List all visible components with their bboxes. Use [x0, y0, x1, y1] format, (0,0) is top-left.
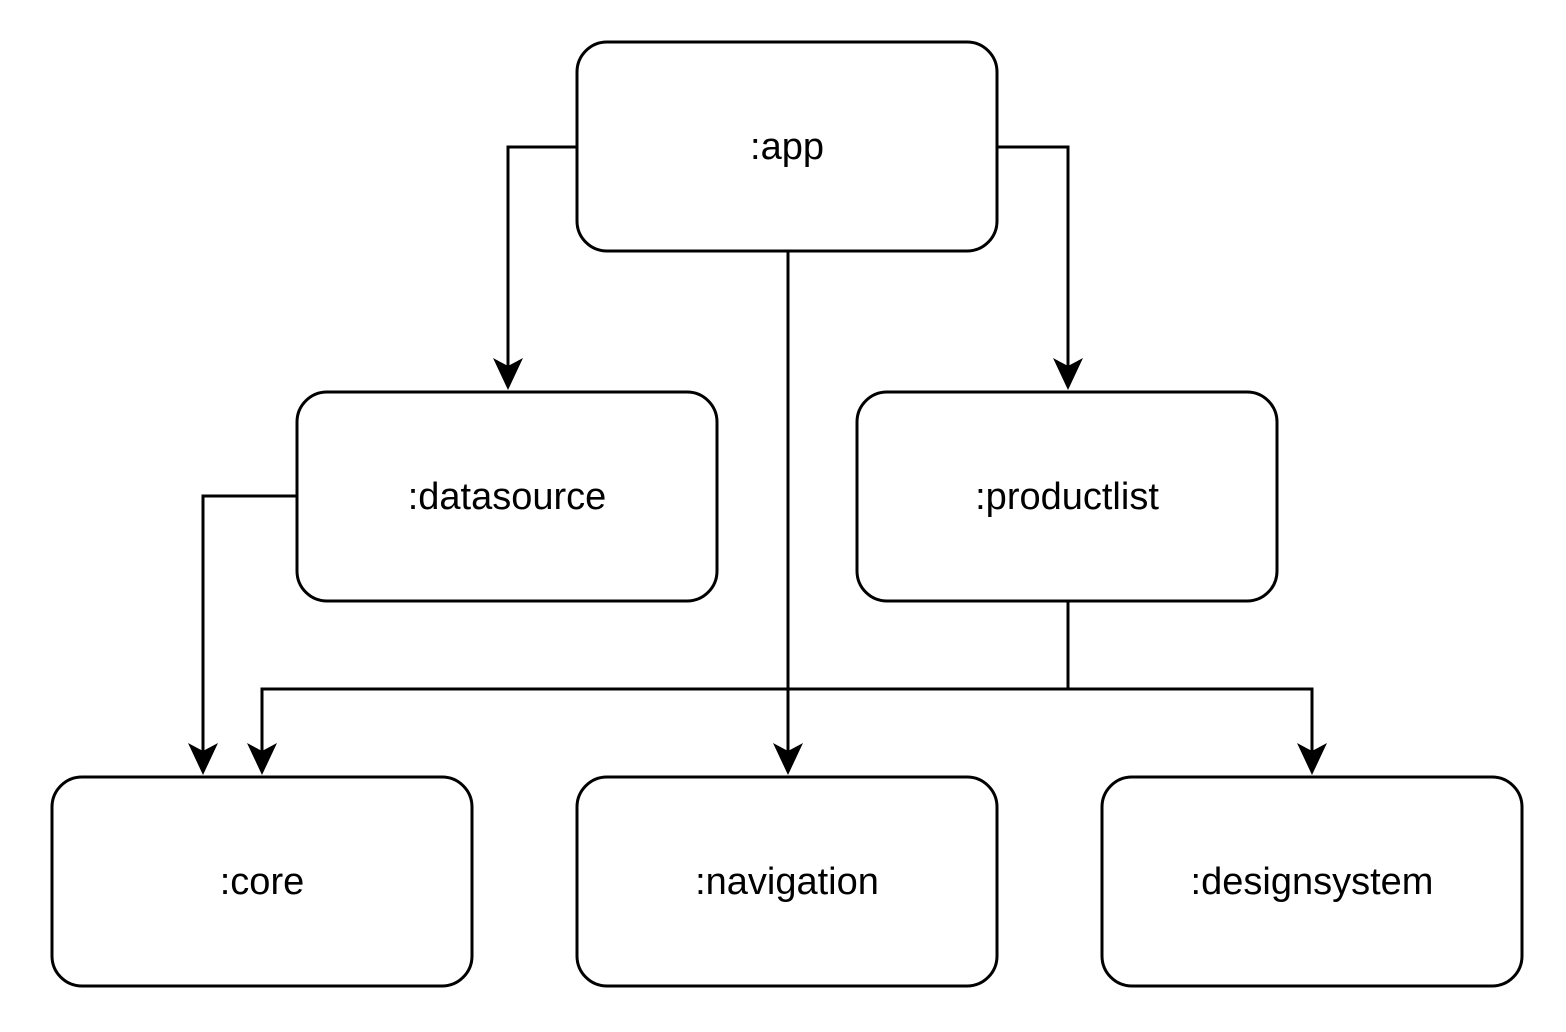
node-datasource-label: :datasource	[408, 476, 607, 518]
edge-app-productlist	[998, 145, 1083, 390]
node-core-label: :core	[220, 861, 304, 903]
edge-app-datasource	[493, 145, 577, 390]
node-productlist: :productlist	[855, 390, 1279, 603]
node-designsystem-box	[1100, 775, 1524, 988]
node-designsystem: :designsystem	[1100, 775, 1524, 988]
node-productlist-box	[855, 390, 1279, 603]
node-productlist-label: :productlist	[975, 476, 1159, 518]
edges	[188, 145, 1327, 775]
edge-productlist-designsystem	[1068, 687, 1327, 775]
node-designsystem-label: :designsystem	[1191, 861, 1434, 903]
node-navigation: :navigation	[575, 775, 999, 988]
node-navigation-box	[575, 775, 999, 988]
edge-datasource-core	[188, 494, 297, 775]
node-core: :core	[50, 775, 474, 988]
edge-app-navigation	[773, 252, 803, 775]
edge-productlist-core	[247, 602, 1070, 775]
node-datasource-box	[295, 390, 719, 603]
node-app: :app	[575, 40, 999, 253]
node-datasource: :datasource	[295, 390, 719, 603]
node-core-box	[50, 775, 474, 988]
node-app-label: :app	[750, 126, 824, 168]
node-navigation-label: :navigation	[695, 861, 879, 903]
node-app-box	[575, 40, 999, 253]
